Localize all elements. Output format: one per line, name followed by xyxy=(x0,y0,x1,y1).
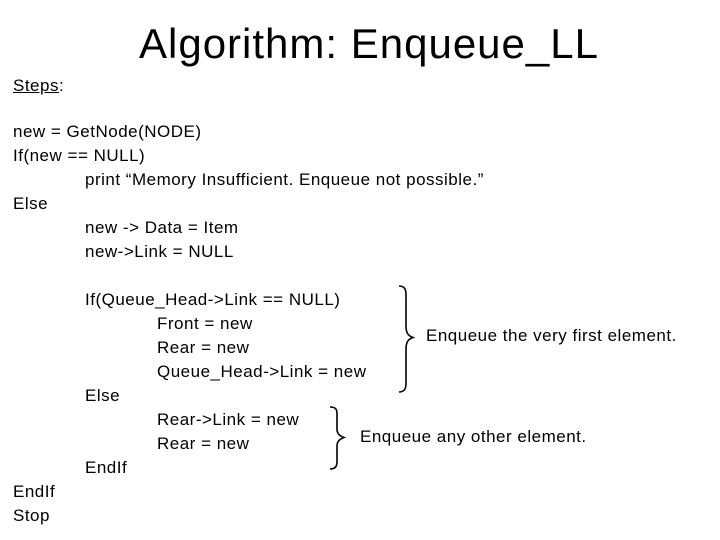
steps-colon: : xyxy=(58,76,65,95)
code-line: EndIf xyxy=(85,458,128,477)
page-title: Algorithm: Enqueue_LL xyxy=(139,20,599,67)
code-line: If(Queue_Head->Link == NULL) xyxy=(85,290,341,309)
code-line: EndIf xyxy=(13,482,56,501)
curly-brace-first-element xyxy=(398,285,416,393)
code-line: new = GetNode(NODE) xyxy=(13,122,202,141)
code-line: Rear = new xyxy=(157,434,250,453)
code-line: Front = new xyxy=(157,314,253,333)
annotation-other-element: Enqueue any other element. xyxy=(360,427,587,446)
code-line: Rear = new xyxy=(157,338,250,357)
code-line: If(new == NULL) xyxy=(13,146,146,165)
code-line: Queue_Head->Link = new xyxy=(157,362,367,381)
code-line: Else xyxy=(13,194,49,213)
steps-label: Steps xyxy=(13,76,59,95)
code-line: Rear->Link = new xyxy=(157,410,300,429)
code-line: print “Memory Insufficient. Enqueue not … xyxy=(85,170,484,189)
annotation-first-element: Enqueue the very first element. xyxy=(426,326,677,345)
code-line: Stop xyxy=(13,506,50,525)
code-line: new -> Data = Item xyxy=(85,218,239,237)
code-line: Else xyxy=(85,386,121,405)
curly-brace-other-element xyxy=(329,406,347,470)
code-line: new->Link = NULL xyxy=(85,242,234,261)
code-block: new = GetNode(NODE) If(new == NULL) print … xyxy=(13,120,484,528)
steps-heading: Steps: xyxy=(13,76,64,96)
